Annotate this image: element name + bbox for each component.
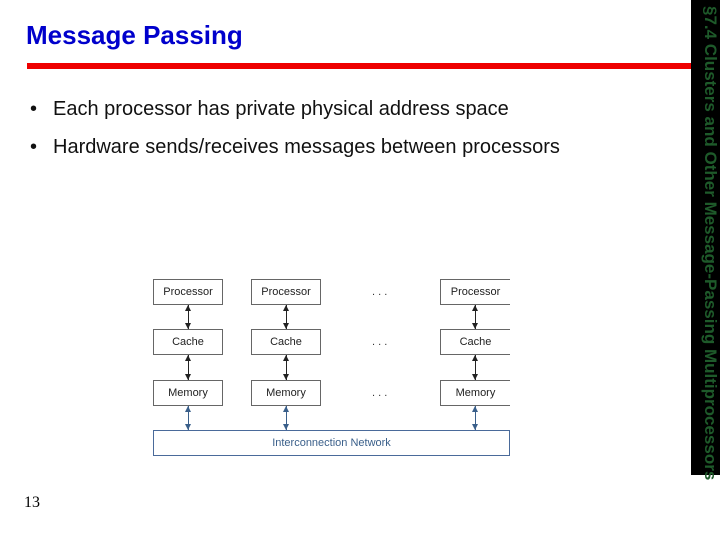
page-number: 13 [24, 494, 40, 511]
section-sidebar: §7.4 Clusters and Other Message-Passing … [691, 0, 720, 480]
title-rule [27, 63, 692, 69]
memory-box: Memory [440, 380, 510, 406]
processor-box: Processor [251, 279, 321, 305]
section-label: §7.4 Clusters and Other Message-Passing … [701, 6, 720, 481]
bidirectional-arrow [283, 355, 289, 380]
ellipsis: . . . [372, 286, 388, 298]
bullet-item: Each processor has private physical addr… [30, 98, 560, 136]
bidirectional-arrow [283, 406, 289, 430]
processor-box: Processor [440, 279, 510, 305]
memory-box: Memory [251, 380, 321, 406]
cache-box: Cache [440, 329, 510, 355]
bidirectional-arrow [185, 355, 191, 380]
bullet-item: Hardware sends/receives messages between… [30, 136, 560, 174]
bidirectional-arrow [185, 406, 191, 430]
bidirectional-arrow [472, 355, 478, 380]
ellipsis: . . . [372, 387, 388, 399]
slide-title: Message Passing [26, 20, 243, 50]
cache-box: Cache [153, 329, 223, 355]
bidirectional-arrow [472, 305, 478, 329]
bidirectional-arrow [472, 406, 478, 430]
cache-box: Cache [251, 329, 321, 355]
bullet-list: Each processor has private physical addr… [30, 98, 560, 174]
interconnection-network-box: Interconnection Network [153, 430, 510, 456]
ellipsis: . . . [372, 336, 388, 348]
bidirectional-arrow [185, 305, 191, 329]
memory-box: Memory [153, 380, 223, 406]
processor-box: Processor [153, 279, 223, 305]
bidirectional-arrow [283, 305, 289, 329]
